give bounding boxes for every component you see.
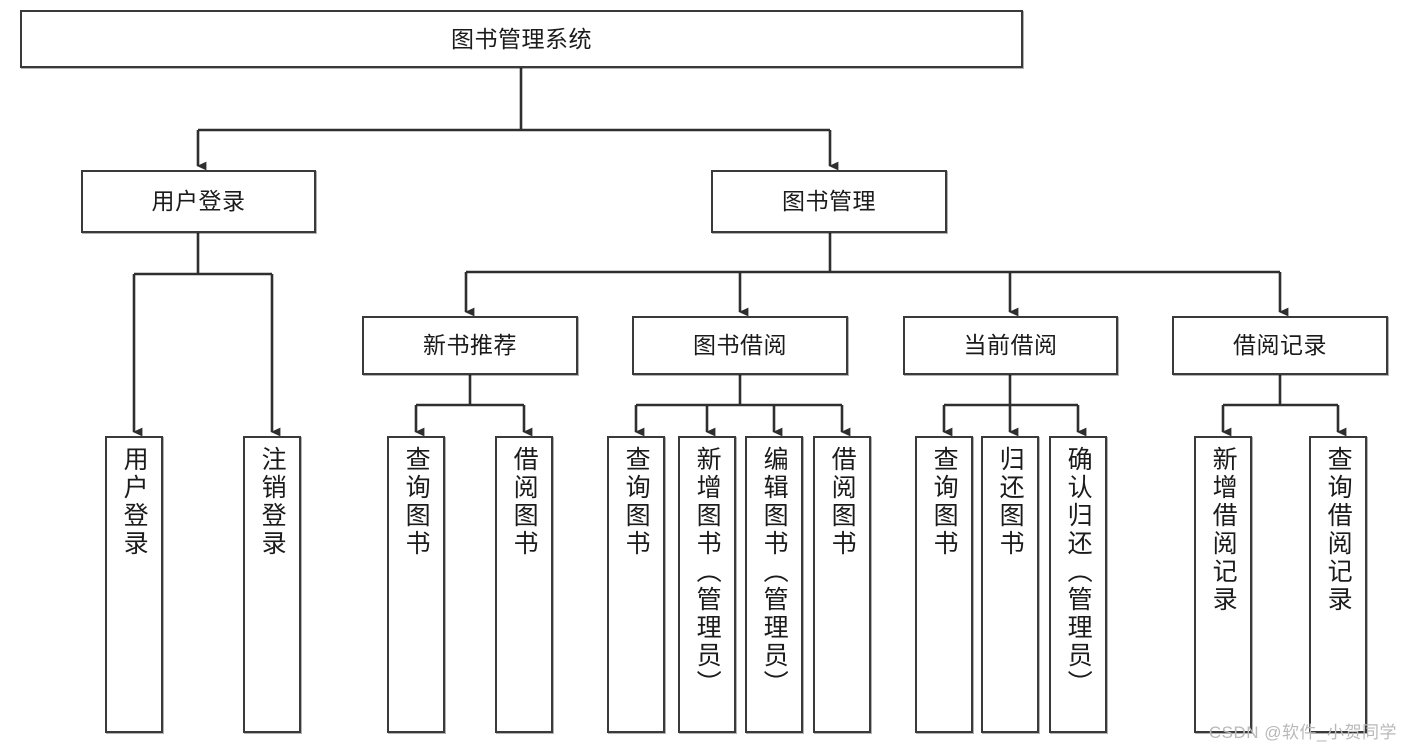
node-book-borrow[interactable]: 图书借阅 <box>632 316 848 375</box>
node-leaf-query-book-1-label: 查询图书 <box>402 446 431 558</box>
node-user-login-label: 用户登录 <box>151 188 246 215</box>
node-leaf-add-book[interactable]: 新增图书（管理员） <box>678 436 736 733</box>
node-leaf-confirm-return-label: 确认归还（管理员） <box>1064 446 1093 698</box>
node-leaf-add-record[interactable]: 新增借阅记录 <box>1194 436 1252 733</box>
node-leaf-borrow-book-2-label: 借阅图书 <box>828 446 857 558</box>
node-leaf-user-login[interactable]: 用户登录 <box>105 436 163 733</box>
node-leaf-user-login-label: 用户登录 <box>120 446 149 558</box>
node-leaf-add-record-label: 新增借阅记录 <box>1209 446 1238 614</box>
node-leaf-borrow-book-2[interactable]: 借阅图书 <box>813 436 871 733</box>
node-book-borrow-label: 图书借阅 <box>693 332 787 359</box>
node-new-book-recommend-label: 新书推荐 <box>423 332 517 359</box>
node-leaf-query-book-3[interactable]: 查询图书 <box>915 436 973 733</box>
node-leaf-query-book-2[interactable]: 查询图书 <box>607 436 665 733</box>
node-borrow-record-label: 借阅记录 <box>1233 332 1327 359</box>
node-leaf-query-record-label: 查询借阅记录 <box>1324 446 1353 614</box>
node-current-borrow-label: 当前借阅 <box>963 332 1058 359</box>
node-leaf-edit-book-label: 编辑图书（管理员） <box>760 446 789 698</box>
node-leaf-query-book-1[interactable]: 查询图书 <box>387 436 445 733</box>
node-leaf-query-record[interactable]: 查询借阅记录 <box>1309 436 1367 733</box>
node-root-label: 图书管理系统 <box>451 25 592 52</box>
node-leaf-logout[interactable]: 注销登录 <box>243 436 301 733</box>
node-leaf-borrow-book-1-label: 借阅图书 <box>510 446 539 558</box>
node-leaf-confirm-return[interactable]: 确认归还（管理员） <box>1049 436 1107 733</box>
node-user-login[interactable]: 用户登录 <box>81 170 316 233</box>
node-leaf-edit-book[interactable]: 编辑图书（管理员） <box>745 436 803 733</box>
node-leaf-borrow-book-1[interactable]: 借阅图书 <box>495 436 553 733</box>
node-leaf-query-book-2-label: 查询图书 <box>622 446 651 558</box>
node-book-manage-label: 图书管理 <box>782 188 876 215</box>
node-new-book-recommend[interactable]: 新书推荐 <box>362 316 578 375</box>
node-book-manage[interactable]: 图书管理 <box>711 170 947 233</box>
node-borrow-record[interactable]: 借阅记录 <box>1172 316 1388 375</box>
csdn-watermark: CSDN @软件_小贺同学 <box>1208 723 1397 742</box>
node-leaf-return-book-label: 归还图书 <box>996 446 1025 558</box>
node-leaf-query-book-3-label: 查询图书 <box>930 446 959 558</box>
node-current-borrow[interactable]: 当前借阅 <box>903 316 1118 375</box>
node-root[interactable]: 图书管理系统 <box>20 10 1023 68</box>
node-leaf-add-book-label: 新增图书（管理员） <box>693 446 722 698</box>
node-leaf-logout-label: 注销登录 <box>258 446 287 558</box>
node-leaf-return-book[interactable]: 归还图书 <box>981 436 1039 733</box>
